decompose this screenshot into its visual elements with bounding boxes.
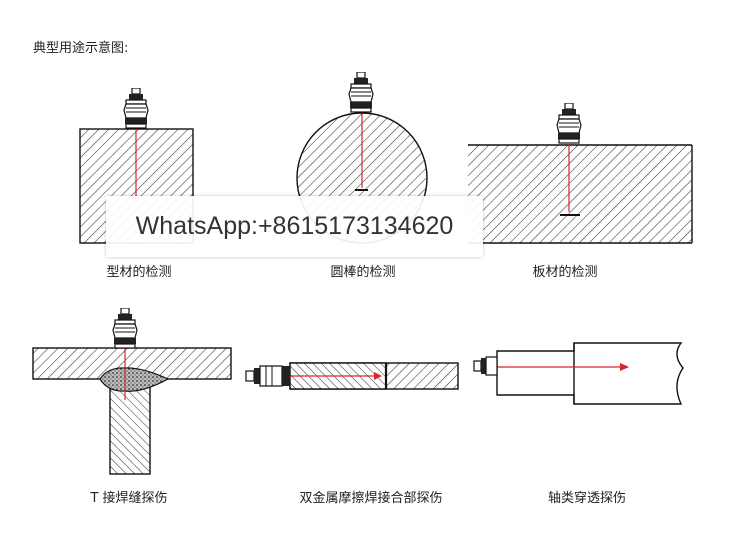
ultrasonic-probe-icon [245, 365, 290, 387]
caption-friction-weld: 双金属摩擦焊接合部探伤 [299, 491, 443, 506]
plate-detection-figure [468, 103, 693, 244]
ultrasonic-probe-icon [112, 308, 138, 349]
shaft-figure [473, 342, 684, 405]
ultrasonic-probe-icon [123, 88, 149, 129]
ultrasonic-probe-icon [348, 72, 374, 113]
watermark-banner: WhatsApp:+8615173134620 [106, 196, 483, 257]
ultrasonic-probe-icon [556, 103, 582, 144]
t-weld-figure [32, 308, 232, 475]
caption-shaft: 轴类穿透探伤 [547, 491, 627, 506]
caption-t-weld: T 接焊缝探伤 [90, 491, 168, 506]
friction-weld-figure [245, 362, 459, 390]
caption-plate: 板材的检测 [532, 265, 598, 280]
ultrasonic-probe-icon [473, 356, 498, 376]
diagram-heading: 典型用途示意图: [33, 41, 129, 56]
caption-round-bar: 圆棒的检测 [330, 265, 396, 280]
caption-profile: 型材的检测 [106, 265, 172, 280]
